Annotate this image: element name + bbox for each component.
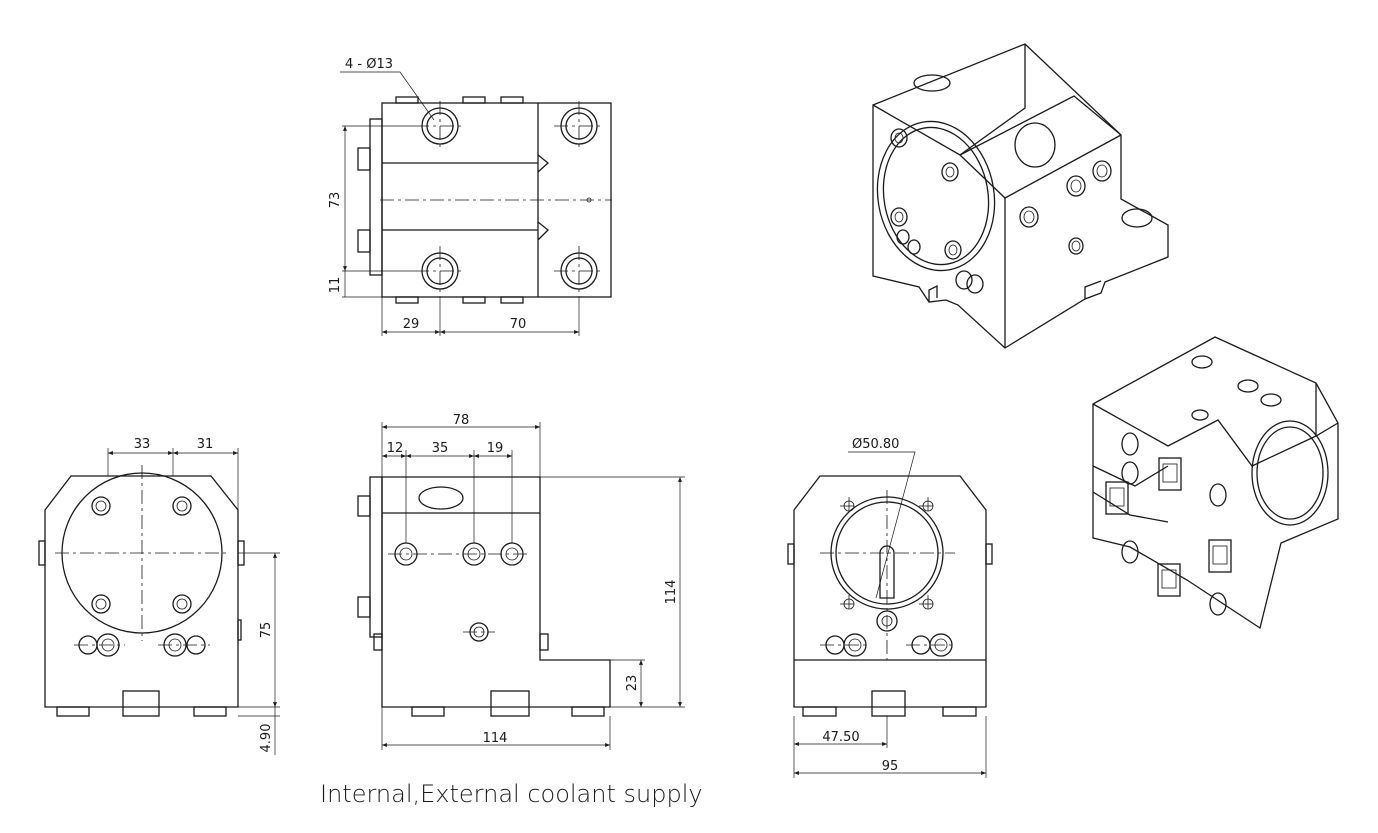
dim-70: 70 bbox=[510, 317, 527, 332]
isometric-view-front bbox=[872, 43, 1169, 349]
dim-12: 12 bbox=[387, 441, 404, 456]
dim-23: 23 bbox=[625, 675, 640, 692]
dim-29: 29 bbox=[403, 317, 420, 332]
side-view: 78 12 35 19 114 23 114 bbox=[357, 413, 685, 750]
caption: Internal,External coolant supply bbox=[320, 780, 703, 808]
dim-78: 78 bbox=[453, 413, 470, 428]
top-view: 4 - Ø13 73 11 29 70 bbox=[328, 57, 612, 336]
dim-11: 11 bbox=[328, 277, 343, 294]
dim-114-width: 114 bbox=[483, 731, 508, 746]
mount-hole bbox=[554, 246, 604, 296]
dim-47-50: 47.50 bbox=[822, 730, 859, 745]
mount-hole bbox=[554, 101, 604, 151]
dim-95: 95 bbox=[882, 759, 899, 774]
dim-19: 19 bbox=[487, 441, 504, 456]
mount-hole bbox=[415, 101, 465, 151]
bore-label: Ø50.80 bbox=[852, 437, 899, 452]
mount-hole bbox=[415, 246, 465, 296]
dim-4-90: 4.90 bbox=[259, 724, 274, 753]
dim-35: 35 bbox=[432, 441, 449, 456]
dim-75: 75 bbox=[259, 622, 274, 639]
dim-114-height: 114 bbox=[664, 580, 679, 605]
dim-31: 31 bbox=[197, 437, 214, 452]
rear-view: Ø50.80 47.50 95 bbox=[787, 437, 993, 778]
holes-label: 4 - Ø13 bbox=[345, 57, 393, 72]
dim-33: 33 bbox=[134, 437, 151, 452]
isometric-view-rear bbox=[1092, 336, 1339, 630]
front-view: 33 31 75 4.90 bbox=[38, 437, 280, 755]
dim-73: 73 bbox=[328, 192, 343, 209]
